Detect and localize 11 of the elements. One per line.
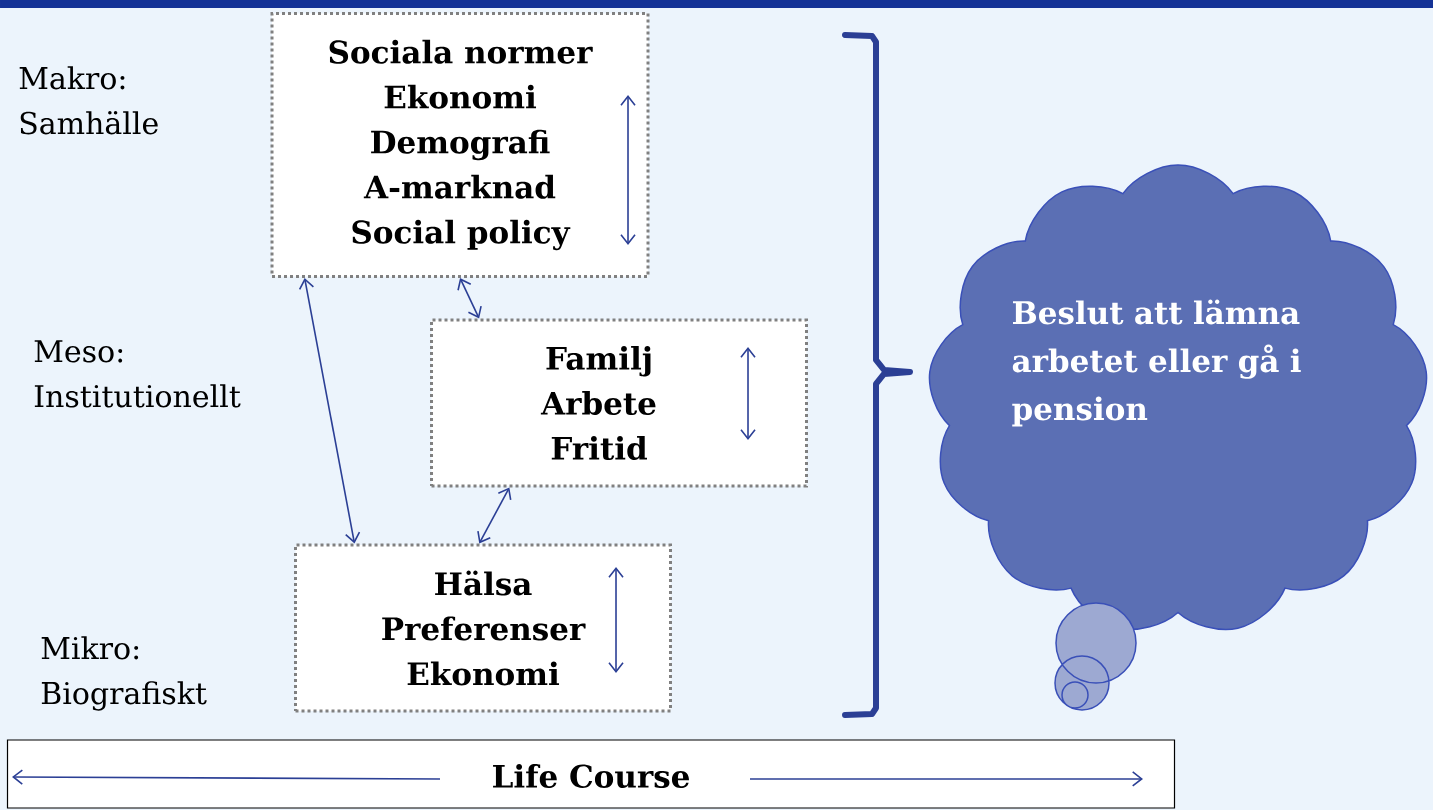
dotted-box: Hälsa Preferenser Ekonomi [294, 543, 672, 713]
level-label: Mikro: Biografiskt [41, 636, 207, 711]
arrow [457, 278, 482, 319]
level-label: Meso: Institutionellt [34, 340, 241, 408]
thought-cloud: Beslut att lämna arbetet eller gå i pension [928, 164, 1428, 631]
timeline-box: Life Course [6, 739, 1176, 809]
arrow [477, 487, 512, 544]
level-label: Makro: Samhälle [19, 66, 158, 135]
dotted-box: Sociala normer Ekonomi Demografi A-marknad Social policy [270, 12, 650, 278]
dotted-box: Familj Arbete Fritid [430, 318, 808, 488]
arrow [298, 278, 361, 544]
